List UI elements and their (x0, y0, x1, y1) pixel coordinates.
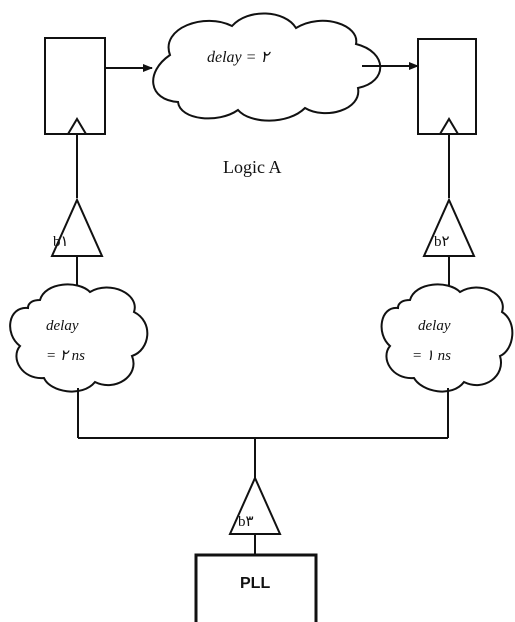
buffer-b3-label: b۳ (238, 514, 254, 530)
left-delay-label-line1: delay (46, 318, 79, 334)
pll-label: PLL (240, 575, 271, 592)
buffer-b2-label: b۲ (434, 234, 450, 250)
logic-a-cloud (152, 12, 382, 122)
left-register-clock-pin (67, 117, 87, 135)
right-delay-label-line2: = ۱ ns (412, 348, 452, 364)
left-register (44, 37, 106, 135)
buffer-b1-label: b۱ (53, 234, 69, 250)
right-register (417, 38, 477, 135)
pll-box (194, 553, 318, 622)
left-delay-cloud (9, 283, 149, 393)
right-delay-cloud (380, 283, 514, 393)
right-register-clock-pin (439, 117, 459, 135)
left-delay-label-line2: = ۲ ns (46, 348, 86, 364)
right-delay-label-line1: delay (418, 318, 451, 334)
logic-a-label: Logic A (223, 157, 282, 177)
logic-delay-label: delay = ۲ (207, 49, 270, 66)
